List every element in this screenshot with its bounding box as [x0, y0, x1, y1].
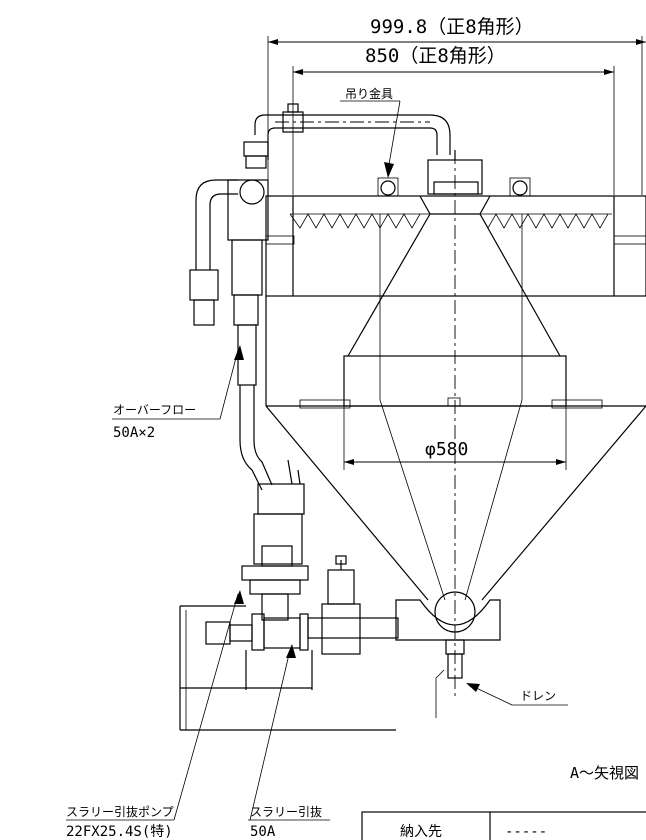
dimension-inner-width-label: 850（正8角形）: [365, 45, 506, 67]
drain-label: ドレン: [520, 689, 556, 703]
lifting-bracket-callout: 吊り金具: [340, 86, 401, 178]
base-frame: [179, 605, 396, 731]
slurry-outlet-name-label: スラリー引抜: [250, 805, 322, 819]
pump-model-label: 22FX25.4S(特): [66, 824, 173, 840]
title-block: 納入先 -----: [361, 811, 646, 840]
dimension-cone-diameter: φ580: [343, 406, 567, 470]
overflow-name-label: オーバーフロー: [113, 403, 196, 417]
cone-bottom: [395, 591, 501, 718]
drain-callout: ドレン: [466, 683, 568, 706]
view-label: A～矢視図: [570, 764, 639, 782]
dimension-outer-width-label: 999.8（正8角形）: [370, 16, 534, 38]
title-block-delivery-label: 納入先: [400, 824, 442, 840]
overflow-size-label: 50A×2: [113, 425, 155, 441]
slurry-outlet-size-label: 50A: [250, 824, 276, 840]
pump-assembly: [239, 385, 309, 621]
dimension-cone-diameter-label: φ580: [425, 439, 468, 460]
tank-upper-body: [265, 150, 646, 297]
top-piping: [243, 103, 451, 169]
overflow-piping: [189, 179, 269, 386]
lifting-bracket-label: 吊り金具: [345, 86, 393, 101]
dimension-outer-width: 999.8（正8角形）: [267, 16, 646, 195]
outer-cone: [265, 296, 646, 601]
discharge-pipe: [205, 555, 399, 655]
dimension-inner-width: 850（正8角形）: [292, 45, 615, 195]
slurry-outlet-callout: スラリー引抜 50A: [248, 644, 330, 840]
pump-callout: スラリー引抜ポンプ 22FX25.4S(特): [66, 590, 244, 840]
title-block-delivery-value: -----: [505, 824, 547, 840]
overflow-callout: オーバーフロー 50A×2: [112, 345, 244, 441]
pump-name-label: スラリー引抜ポンプ: [66, 805, 174, 819]
